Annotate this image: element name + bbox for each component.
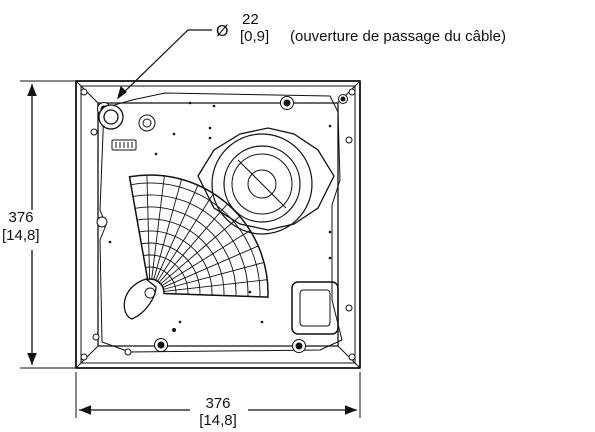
hole-diameter-symbol: Ø [216,23,229,40]
height-value: 376 [8,209,34,226]
width-value: 376 [205,395,231,412]
extension-lines [20,80,361,418]
hole-diameter-inches: [0,9] [240,28,270,45]
fan-spoke [161,230,251,286]
corner-screws [80,88,356,361]
fan-spoke [163,293,268,298]
width-inches: [14,8] [199,412,237,429]
fan-spoke [163,279,268,292]
fan-hub-lobe [123,278,157,320]
fan-spoke [163,262,265,290]
hole-note: (ouverture de passage du câble) [290,28,506,45]
fan-spoke [129,176,149,280]
fan-hub [144,287,156,299]
fan-spoke [151,175,165,280]
cable-hole [98,104,124,130]
fan-spoke [153,179,182,280]
duct-outlet [291,281,339,335]
fan-spoke [162,245,259,288]
hole-leader-line [116,29,212,100]
fan-spoke [146,175,151,280]
fan-spoke [155,185,199,281]
fan-sector [123,174,269,320]
detail-holes [108,101,332,332]
height-inches: [14,8] [2,227,40,244]
hole-diameter-value: 22 [242,11,259,28]
fan-spoke [158,203,228,283]
fan-spoke [157,193,214,282]
small-components [111,114,156,151]
fan-spoke [160,216,241,285]
fan-ring [130,182,261,297]
motor-housing [197,127,335,235]
